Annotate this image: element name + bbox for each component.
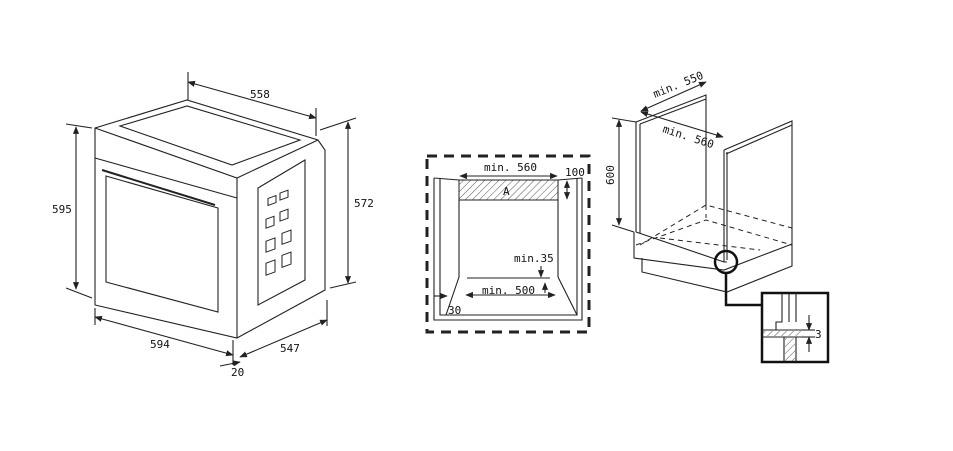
dim-547: 547 — [280, 342, 300, 355]
dim-594: 594 — [150, 338, 170, 351]
dim-min-500: min. 500 — [482, 284, 535, 297]
dim-20: 20 — [231, 366, 244, 379]
area-a-label: A — [503, 185, 510, 198]
dim-572: 572 — [354, 197, 374, 210]
dim-min-550: min. 550 — [651, 69, 705, 101]
dim-min-35: min.35 — [514, 252, 554, 265]
dim-min-560: min. 560 — [484, 161, 537, 174]
dim-558: 558 — [250, 88, 270, 101]
cabinet-drawing: 3 min. 550 min. 560 600 — [604, 69, 830, 364]
dim-30: 30 — [448, 304, 461, 317]
dim-600: 600 — [604, 165, 617, 185]
oven-drawing: 558 595 572 594 547 20 — [52, 72, 374, 379]
detail-gap-3: 3 — [815, 328, 822, 341]
dim-595: 595 — [52, 203, 72, 216]
dim-100: 100 — [565, 166, 585, 179]
niche-drawing: A min. 560 100 min.35 min. 500 30 — [425, 154, 591, 334]
